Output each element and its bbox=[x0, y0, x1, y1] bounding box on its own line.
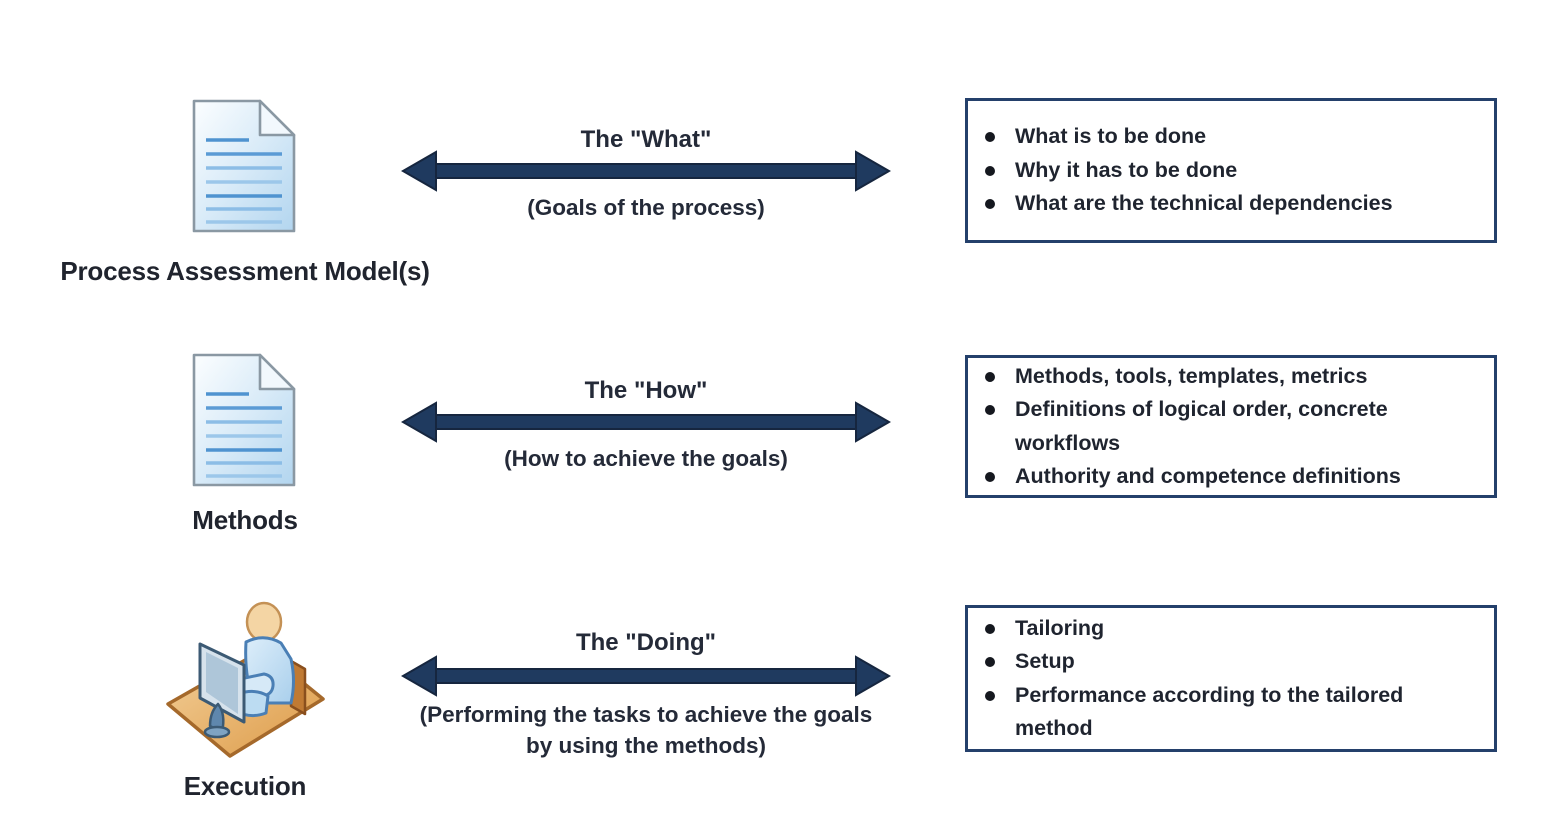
row2-bullet-list: Methods, tools, templates, metrics Defin… bbox=[968, 356, 1494, 498]
bullet-item: Performance according to the tailored me… bbox=[968, 679, 1484, 746]
document-icon bbox=[187, 352, 300, 489]
row1-arrow-title: The "What" bbox=[580, 126, 712, 153]
double-arrow bbox=[400, 149, 892, 193]
bullet-item: Authority and competence definitions bbox=[968, 460, 1484, 494]
double-arrow bbox=[400, 654, 892, 698]
row1-bullet-box: What is to be done Why it has to be done… bbox=[965, 98, 1497, 243]
row2-bullet-box: Methods, tools, templates, metrics Defin… bbox=[965, 355, 1497, 498]
row3-bullet-box: Tailoring Setup Performance according to… bbox=[965, 605, 1497, 752]
row1-icon-label: Process Assessment Model(s) bbox=[60, 256, 430, 286]
bullet-item: Definitions of logical order, concrete w… bbox=[968, 393, 1484, 460]
bullet-item: Tailoring bbox=[968, 612, 1484, 646]
row3-arrow-subtitle: (Performing the tasks to achieve the goa… bbox=[400, 699, 892, 761]
row3-icon-label: Execution bbox=[183, 771, 307, 801]
person-at-computer-icon bbox=[160, 586, 330, 764]
row2-arrow-title: The "How" bbox=[584, 377, 708, 404]
bullet-item: What are the technical dependencies bbox=[968, 187, 1484, 221]
bullet-item: Setup bbox=[968, 645, 1484, 679]
row1-bullet-list: What is to be done Why it has to be done… bbox=[968, 116, 1494, 225]
row3-arrow-title: The "Doing" bbox=[575, 629, 717, 656]
bullet-item: Why it has to be done bbox=[968, 154, 1484, 188]
row1-arrow-subtitle: (Goals of the process) bbox=[527, 195, 765, 220]
row3-arrow-subtitle-text: (Performing the tasks to achieve the goa… bbox=[419, 702, 873, 758]
bullet-item: Methods, tools, templates, metrics bbox=[968, 360, 1484, 394]
row2-arrow-subtitle: (How to achieve the goals) bbox=[504, 446, 788, 471]
document-icon bbox=[187, 98, 300, 235]
row2-icon-label: Methods bbox=[192, 505, 298, 535]
row3-bullet-list: Tailoring Setup Performance according to… bbox=[968, 608, 1494, 750]
bullet-item: What is to be done bbox=[968, 120, 1484, 154]
double-arrow bbox=[400, 400, 892, 444]
